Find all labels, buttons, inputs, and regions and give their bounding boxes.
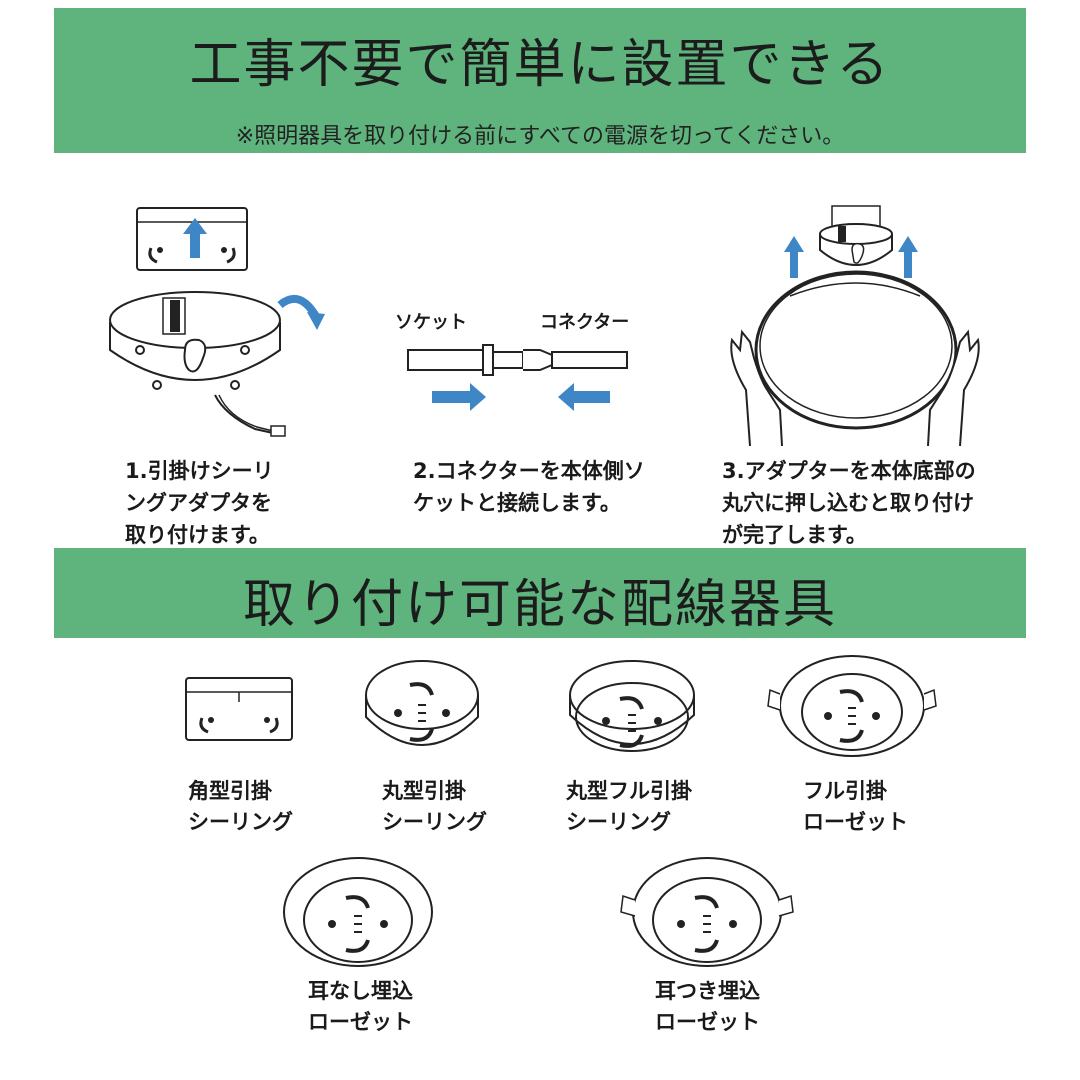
square-ceiling-fixture (185, 677, 293, 741)
section-title: 取り付け可能な配線器具 (242, 575, 837, 635)
step1-illustration (109, 207, 325, 437)
up-arrow-icon (898, 236, 918, 278)
connector-label: コネクター (540, 312, 630, 333)
round-ceiling-fixture (365, 660, 479, 746)
fixture-label-earless-embedded: 耳なし埋込 ローゼット (308, 979, 413, 1034)
rotate-arrow-icon (277, 294, 325, 330)
step1-text: 1.引掛けシーリ ングアダプタを 取り付けます。 (125, 459, 274, 547)
up-arrow-icon (784, 236, 804, 278)
hand-icon (730, 329, 783, 447)
header-banner: 工事不要で簡単に設置できる ※照明器具を取り付ける前にすべての電源を切ってくださ… (54, 8, 1026, 153)
fixture-label-eared-embedded: 耳つき埋込 ローゼット (655, 979, 760, 1034)
fixture-label-round-full-ceiling: 丸型フル引掛 シーリング (566, 779, 692, 834)
power-off-note: ※照明器具を取り付ける前にすべての電源を切ってください。 (235, 124, 845, 149)
left-arrow-icon (558, 383, 610, 411)
fixture-label-full-rosette: フル引掛 ローゼット (803, 779, 908, 834)
step3-text: 3.アダプターを本体底部の 丸穴に押し込むと取り付け が完了します。 (722, 459, 976, 547)
step2-illustration (407, 344, 628, 411)
right-arrow-icon (432, 383, 486, 411)
up-arrow-icon (183, 218, 207, 258)
full-rosette-fixture (767, 655, 937, 757)
step2-text: 2.コネクターを本体側ソ ケットと接続します。 (413, 459, 645, 515)
round-full-ceiling-fixture (569, 660, 695, 752)
page-title: 工事不要で簡単に設置できる (189, 35, 891, 95)
fixture-label-round-ceiling: 丸型引掛 シーリング (382, 779, 487, 834)
hand-icon (927, 329, 980, 447)
eared-embedded-rosette-fixture (620, 857, 794, 967)
socket-label: ソケット (395, 312, 467, 333)
section-banner: 取り付け可能な配線器具 (54, 548, 1026, 638)
fixture-label-square-ceiling: 角型引掛 シーリング (188, 779, 293, 834)
earless-embedded-rosette-fixture (283, 857, 433, 967)
step3-illustration (730, 205, 980, 447)
